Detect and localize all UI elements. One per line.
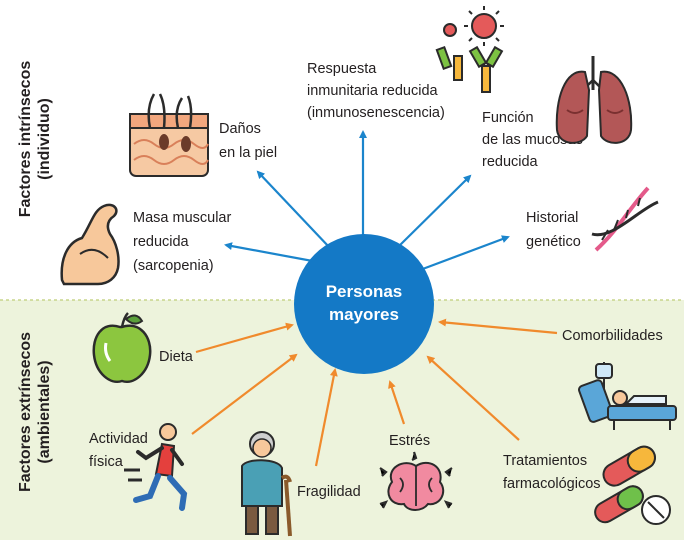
lungs-icon [555, 56, 633, 144]
apple-icon [92, 312, 152, 384]
hospital-bed-icon [578, 362, 677, 430]
extrinsic-side-line1: Factores extrínsecos [17, 332, 34, 492]
factor-activity: Actividad física [89, 431, 148, 470]
arrow-frailty [314, 368, 338, 467]
factor-immune: Respuesta inmunitaria reducida (inmunose… [307, 61, 445, 121]
factor-stress: Estrés [389, 433, 430, 449]
activity-line2: física [89, 454, 124, 470]
genetic-line2: genético [526, 234, 581, 250]
mucosa-line1: Función [482, 110, 534, 126]
treatments-line1: Tratamientos [503, 453, 587, 469]
flexed-arm-icon [60, 203, 120, 286]
immune-line1: Respuesta [307, 61, 377, 77]
factor-treatments: Tratamientos farmacológicos [503, 453, 601, 492]
extrinsic-side-label: Factores extrínsecos (ambientales) [17, 332, 53, 492]
pills-icon [594, 445, 671, 525]
skin-line1: Daños [219, 121, 261, 137]
factor-muscle: Masa muscular reducida (sarcopenia) [133, 210, 231, 274]
extrinsic-side-line2: (ambientales) [36, 360, 53, 463]
virus-antibody-icon [435, 6, 504, 93]
runner-icon [124, 423, 188, 511]
arrow-skin [256, 170, 331, 249]
muscle-line1: Masa muscular [133, 210, 231, 226]
arrow-diet [195, 322, 294, 354]
center-node: Personas mayores [294, 234, 434, 374]
dna-icon [591, 186, 659, 252]
arrow-comorbid [438, 318, 558, 335]
immune-line3: (inmunosenescencia) [307, 105, 445, 121]
factor-mucosa: Función de las mucosas reducida [482, 110, 583, 170]
intrinsic-side-line1: Factores intrínsecos [17, 61, 34, 218]
intrinsic-side-line2: (individuo) [36, 98, 53, 180]
factor-diet: Dieta [159, 349, 194, 365]
factor-skin: Daños en la piel [219, 121, 277, 161]
genetic-line1: Historial [526, 210, 578, 226]
muscle-line3: (sarcopenia) [133, 258, 214, 274]
center-line2: mayores [329, 305, 399, 324]
factor-genetic: Historial genético [526, 210, 581, 250]
arrow-genetic [419, 235, 510, 272]
skin-layers-icon [129, 93, 209, 177]
intrinsic-side-label: Factores intrínsecos (individuo) [17, 61, 53, 218]
muscle-line2: reducida [133, 234, 190, 250]
frailty-line1: Fragilidad [297, 484, 361, 500]
diet-line1: Dieta [159, 349, 194, 365]
brain-stress-icon [379, 451, 453, 511]
mucosa-line2: de las mucosas [482, 132, 583, 148]
arrow-mucosa [396, 174, 472, 249]
intrinsic-arrows [224, 130, 510, 272]
stress-line1: Estrés [389, 433, 430, 449]
activity-line1: Actividad [89, 431, 148, 447]
comorbid-line1: Comorbilidades [562, 328, 663, 344]
elderly-cane-icon [241, 431, 292, 537]
extrinsic-arrows [191, 318, 558, 467]
factor-frailty: Fragilidad [297, 484, 361, 500]
arrow-muscle [224, 242, 319, 264]
arrow-stress [388, 380, 406, 425]
arrow-treatments [426, 355, 520, 441]
factor-comorbid: Comorbilidades [562, 328, 663, 344]
center-line1: Personas [326, 282, 403, 301]
center-circle [294, 234, 434, 374]
immune-line2: inmunitaria reducida [307, 83, 439, 99]
mucosa-line3: reducida [482, 154, 539, 170]
arrow-activity [191, 353, 298, 435]
skin-line2: en la piel [219, 145, 277, 161]
treatments-line2: farmacológicos [503, 476, 601, 492]
